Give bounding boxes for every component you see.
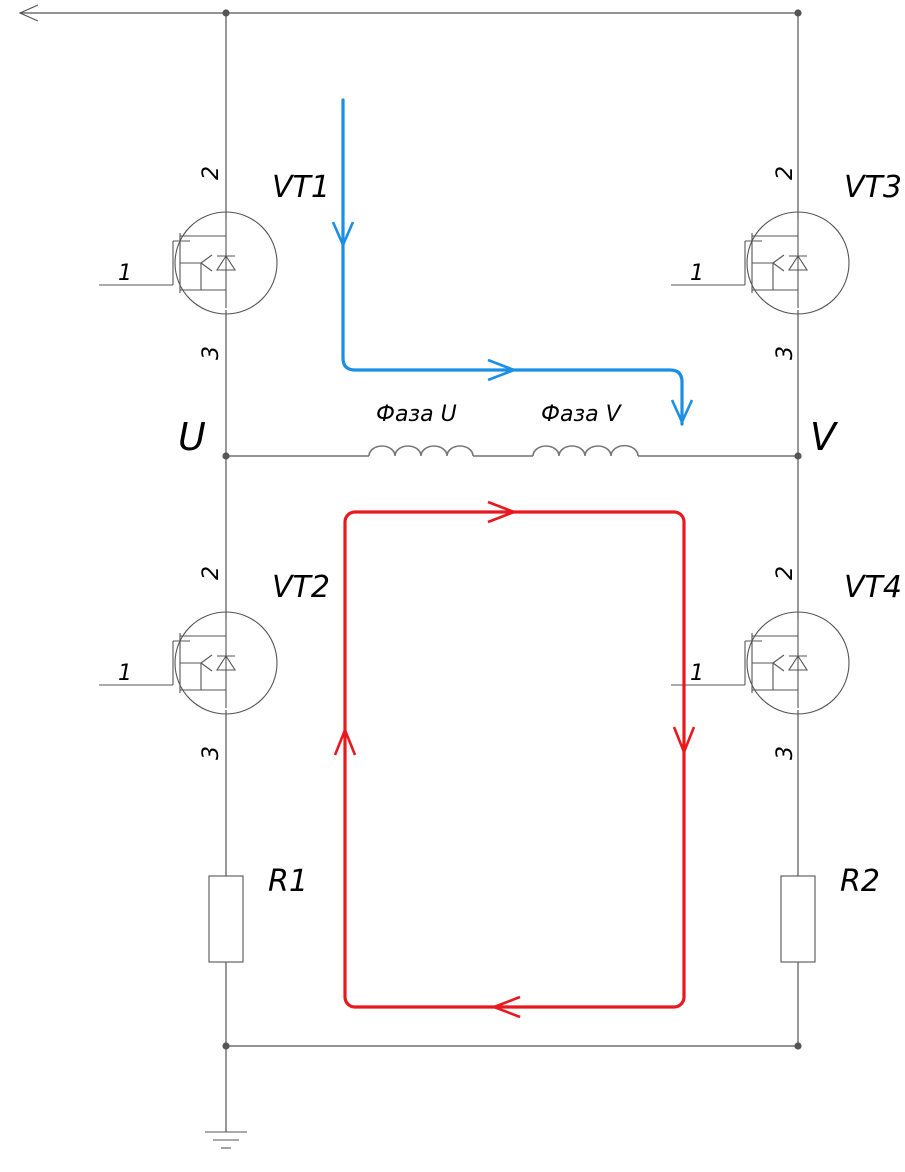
ground-symbol (205, 1131, 247, 1149)
junction-dot (222, 1042, 230, 1050)
junction-dot (222, 452, 230, 460)
inductor-phase-u (368, 445, 474, 457)
vt3-pin-drain: 2 (773, 166, 798, 180)
r1-label: R1 (268, 864, 308, 899)
charge-current-line (341, 98, 684, 426)
junction-dot (794, 9, 802, 17)
vt2-pin-drain: 2 (199, 566, 224, 580)
vt1-pin-gate: 1 (118, 261, 132, 286)
charge-current-arrow (487, 358, 518, 382)
vt2-pin-source: 3 (199, 746, 224, 760)
vt1-label: VT1 (272, 170, 330, 205)
phase-v-label: Фаза V (541, 402, 623, 427)
vt4-pin-gate: 1 (690, 661, 704, 686)
vt4-label: VT4 (844, 570, 902, 605)
freewheel-current-arrow (672, 726, 696, 756)
resistor-r2 (780, 875, 816, 963)
node-u-label: U (178, 415, 206, 459)
supply-arrow (18, 4, 39, 22)
junction-dot (794, 1042, 802, 1050)
vt1-pin-drain: 2 (199, 166, 224, 180)
charge-current-path (331, 98, 694, 426)
junction-dot (222, 9, 230, 17)
junction-dot (794, 452, 802, 460)
vt2-pin-gate: 1 (118, 661, 132, 686)
freewheel-current-arrow (487, 500, 518, 524)
vt3-pin-gate: 1 (690, 261, 704, 286)
resistor-r1 (208, 875, 244, 963)
freewheel-current-arrow (333, 726, 357, 756)
junctions (222, 9, 802, 1050)
vt3-pin-source: 3 (773, 346, 798, 360)
freewheel-current-loop (343, 510, 686, 1009)
vt1-pin-source: 3 (199, 346, 224, 360)
freewheel-current-path (333, 500, 696, 1019)
freewheel-current-arrow (490, 995, 521, 1019)
r2-label: R2 (840, 864, 880, 899)
wires (18, 4, 799, 1132)
charge-current-arrow (670, 399, 694, 426)
vt3-label: VT3 (844, 170, 902, 205)
vt4-pin-drain: 2 (773, 566, 798, 580)
vt4-pin-source: 3 (773, 746, 798, 760)
node-v-label: V (810, 415, 839, 459)
phase-u-label: Фаза U (376, 402, 457, 427)
inductor-phase-v (532, 444, 639, 457)
vt2-label: VT2 (272, 570, 330, 605)
charge-current-arrow (331, 221, 355, 249)
